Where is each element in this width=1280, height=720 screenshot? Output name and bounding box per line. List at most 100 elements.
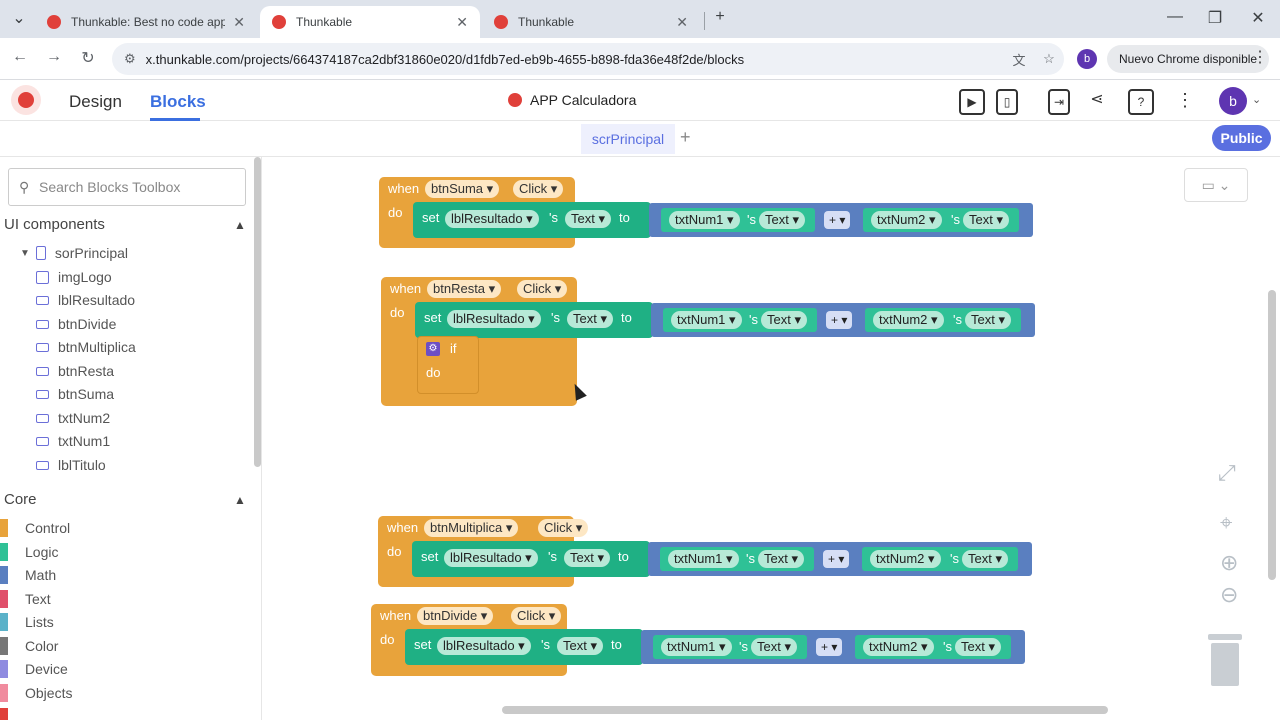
target-dropdown[interactable]: lblResultado ▾ [445,210,539,228]
zoom-out-icon[interactable]: ⊖ [1220,582,1239,607]
core-math[interactable]: Math [0,566,56,584]
ui-components-header[interactable]: UI components [4,216,105,233]
component-dropdown[interactable]: txtNum2 ▾ [871,211,942,229]
core-objects[interactable]: Objects [0,684,72,702]
public-button[interactable]: Public [1212,125,1271,151]
component-image[interactable]: imgLogo [36,269,112,285]
download-icon[interactable]: ⇥ [1048,89,1070,115]
close-tab-icon[interactable]: ✕ [456,13,468,30]
math-add-block[interactable] [648,542,1032,576]
property-dropdown[interactable]: Text ▾ [758,550,804,568]
address-bar[interactable]: ⚙ x.thunkable.com/projects/664374187ca2d… [112,43,1064,75]
workspace-vertical-scrollbar[interactable] [1268,290,1276,580]
component-dropdown[interactable]: btnMultiplica ▾ [424,519,519,537]
core-logic[interactable]: Logic [0,543,58,561]
core-color[interactable]: Color [0,637,58,655]
property-dropdown[interactable]: Text ▾ [955,638,1001,656]
core-control[interactable]: Control [0,519,70,537]
component-dropdown[interactable]: txtNum1 ▾ [668,550,739,568]
close-window-icon[interactable]: ✕ [1251,10,1265,27]
trash-icon[interactable] [1208,634,1242,686]
operator-dropdown[interactable]: + ▾ [816,638,843,656]
search-blocks-input[interactable]: ⚲ Search Blocks Toolbox [8,168,246,206]
component-screen[interactable]: ▼ sorPrincipal [20,245,128,261]
target-dropdown[interactable]: lblResultado ▾ [437,637,531,655]
translate-icon[interactable]: 文 [1012,52,1026,68]
property-dropdown[interactable]: Text ▾ [567,310,613,328]
core-text[interactable]: Text [0,590,51,608]
browser-menu-icon[interactable]: ⋮ [1252,49,1268,66]
component-dropdown[interactable]: btnSuma ▾ [425,180,500,198]
component-dropdown[interactable]: txtNum1 ▾ [671,311,742,329]
target-dropdown[interactable]: lblResultado ▾ [444,549,538,567]
core-lists[interactable]: Lists [0,613,54,631]
fullscreen-icon[interactable]: ⤢ [1218,460,1236,485]
collapse-icon[interactable]: ▲ [234,493,246,507]
browser-tab-3[interactable]: Thunkable ✕ [482,6,700,38]
component-dropdown[interactable]: txtNum2 ▾ [870,550,941,568]
recenter-icon[interactable]: ⌖ [1220,510,1233,535]
sidebar-scrollbar[interactable] [254,157,261,467]
property-dropdown[interactable]: Text ▾ [751,638,797,656]
more-menu-icon[interactable]: ⋮ [1176,90,1194,110]
component-button[interactable]: btnDivide [36,316,116,332]
maximize-icon[interactable]: ❐ [1207,10,1223,27]
operator-dropdown[interactable]: + ▾ [824,211,851,229]
property-dropdown[interactable]: Text ▾ [761,311,807,329]
event-dropdown[interactable]: Click ▾ [538,519,589,537]
component-dropdown[interactable]: txtNum1 ▾ [661,638,732,656]
property-dropdown[interactable]: Text ▾ [965,311,1011,329]
component-dropdown[interactable]: btnResta ▾ [427,280,502,298]
workspace-horizontal-scrollbar[interactable] [502,706,1108,714]
chrome-update-button[interactable]: Nuevo Chrome disponible [1107,45,1270,73]
reload-icon[interactable]: ↻ [81,50,95,67]
target-dropdown[interactable]: lblResultado ▾ [447,310,541,328]
component-button[interactable]: btnSuma [36,386,114,402]
share-icon[interactable]: ⋖ [1090,91,1104,108]
user-avatar[interactable]: b [1219,87,1247,115]
core-header[interactable]: Core [4,491,37,508]
bookmark-star-icon[interactable]: ☆ [1043,51,1055,66]
component-textinput[interactable]: txtNum1 [36,433,110,449]
gear-icon[interactable]: ⚙ [426,342,440,356]
tab-search-icon[interactable]: ⌄ [12,10,26,27]
component-label[interactable]: lblTitulo [36,457,106,473]
core-device[interactable]: Device [0,660,68,678]
site-info-icon[interactable]: ⚙ [124,51,136,66]
component-dropdown[interactable]: txtNum2 ▾ [873,311,944,329]
thunkable-logo[interactable] [11,85,41,115]
minimize-icon[interactable]: — [1167,8,1183,25]
close-tab-icon[interactable]: ✕ [233,13,245,30]
back-icon[interactable]: ← [12,48,28,65]
browser-profile-avatar[interactable]: b [1077,49,1097,69]
component-dropdown[interactable]: txtNum2 ▾ [863,638,934,656]
project-title[interactable]: APP Calculadora [508,92,636,108]
property-dropdown[interactable]: Text ▾ [564,549,610,567]
operator-dropdown[interactable]: + ▾ [826,311,853,329]
browser-tab-1[interactable]: Thunkable: Best no code app bu ✕ [35,6,257,38]
preview-icon[interactable]: ▶ [959,89,985,115]
event-dropdown[interactable]: Click ▾ [513,180,564,198]
nav-design-tab[interactable]: Design [69,92,122,111]
browser-tab-2[interactable]: Thunkable ✕ [260,6,480,38]
event-dropdown[interactable]: Click ▾ [517,280,568,298]
property-dropdown[interactable]: Text ▾ [962,550,1008,568]
component-button[interactable]: btnMultiplica [36,339,136,355]
nav-blocks-tab[interactable]: Blocks [150,92,206,111]
forward-icon[interactable]: → [46,48,62,65]
help-icon[interactable]: ? [1128,89,1154,115]
live-test-icon[interactable]: ▯ [996,89,1018,115]
zoom-in-icon[interactable]: ⊕ [1220,550,1239,575]
